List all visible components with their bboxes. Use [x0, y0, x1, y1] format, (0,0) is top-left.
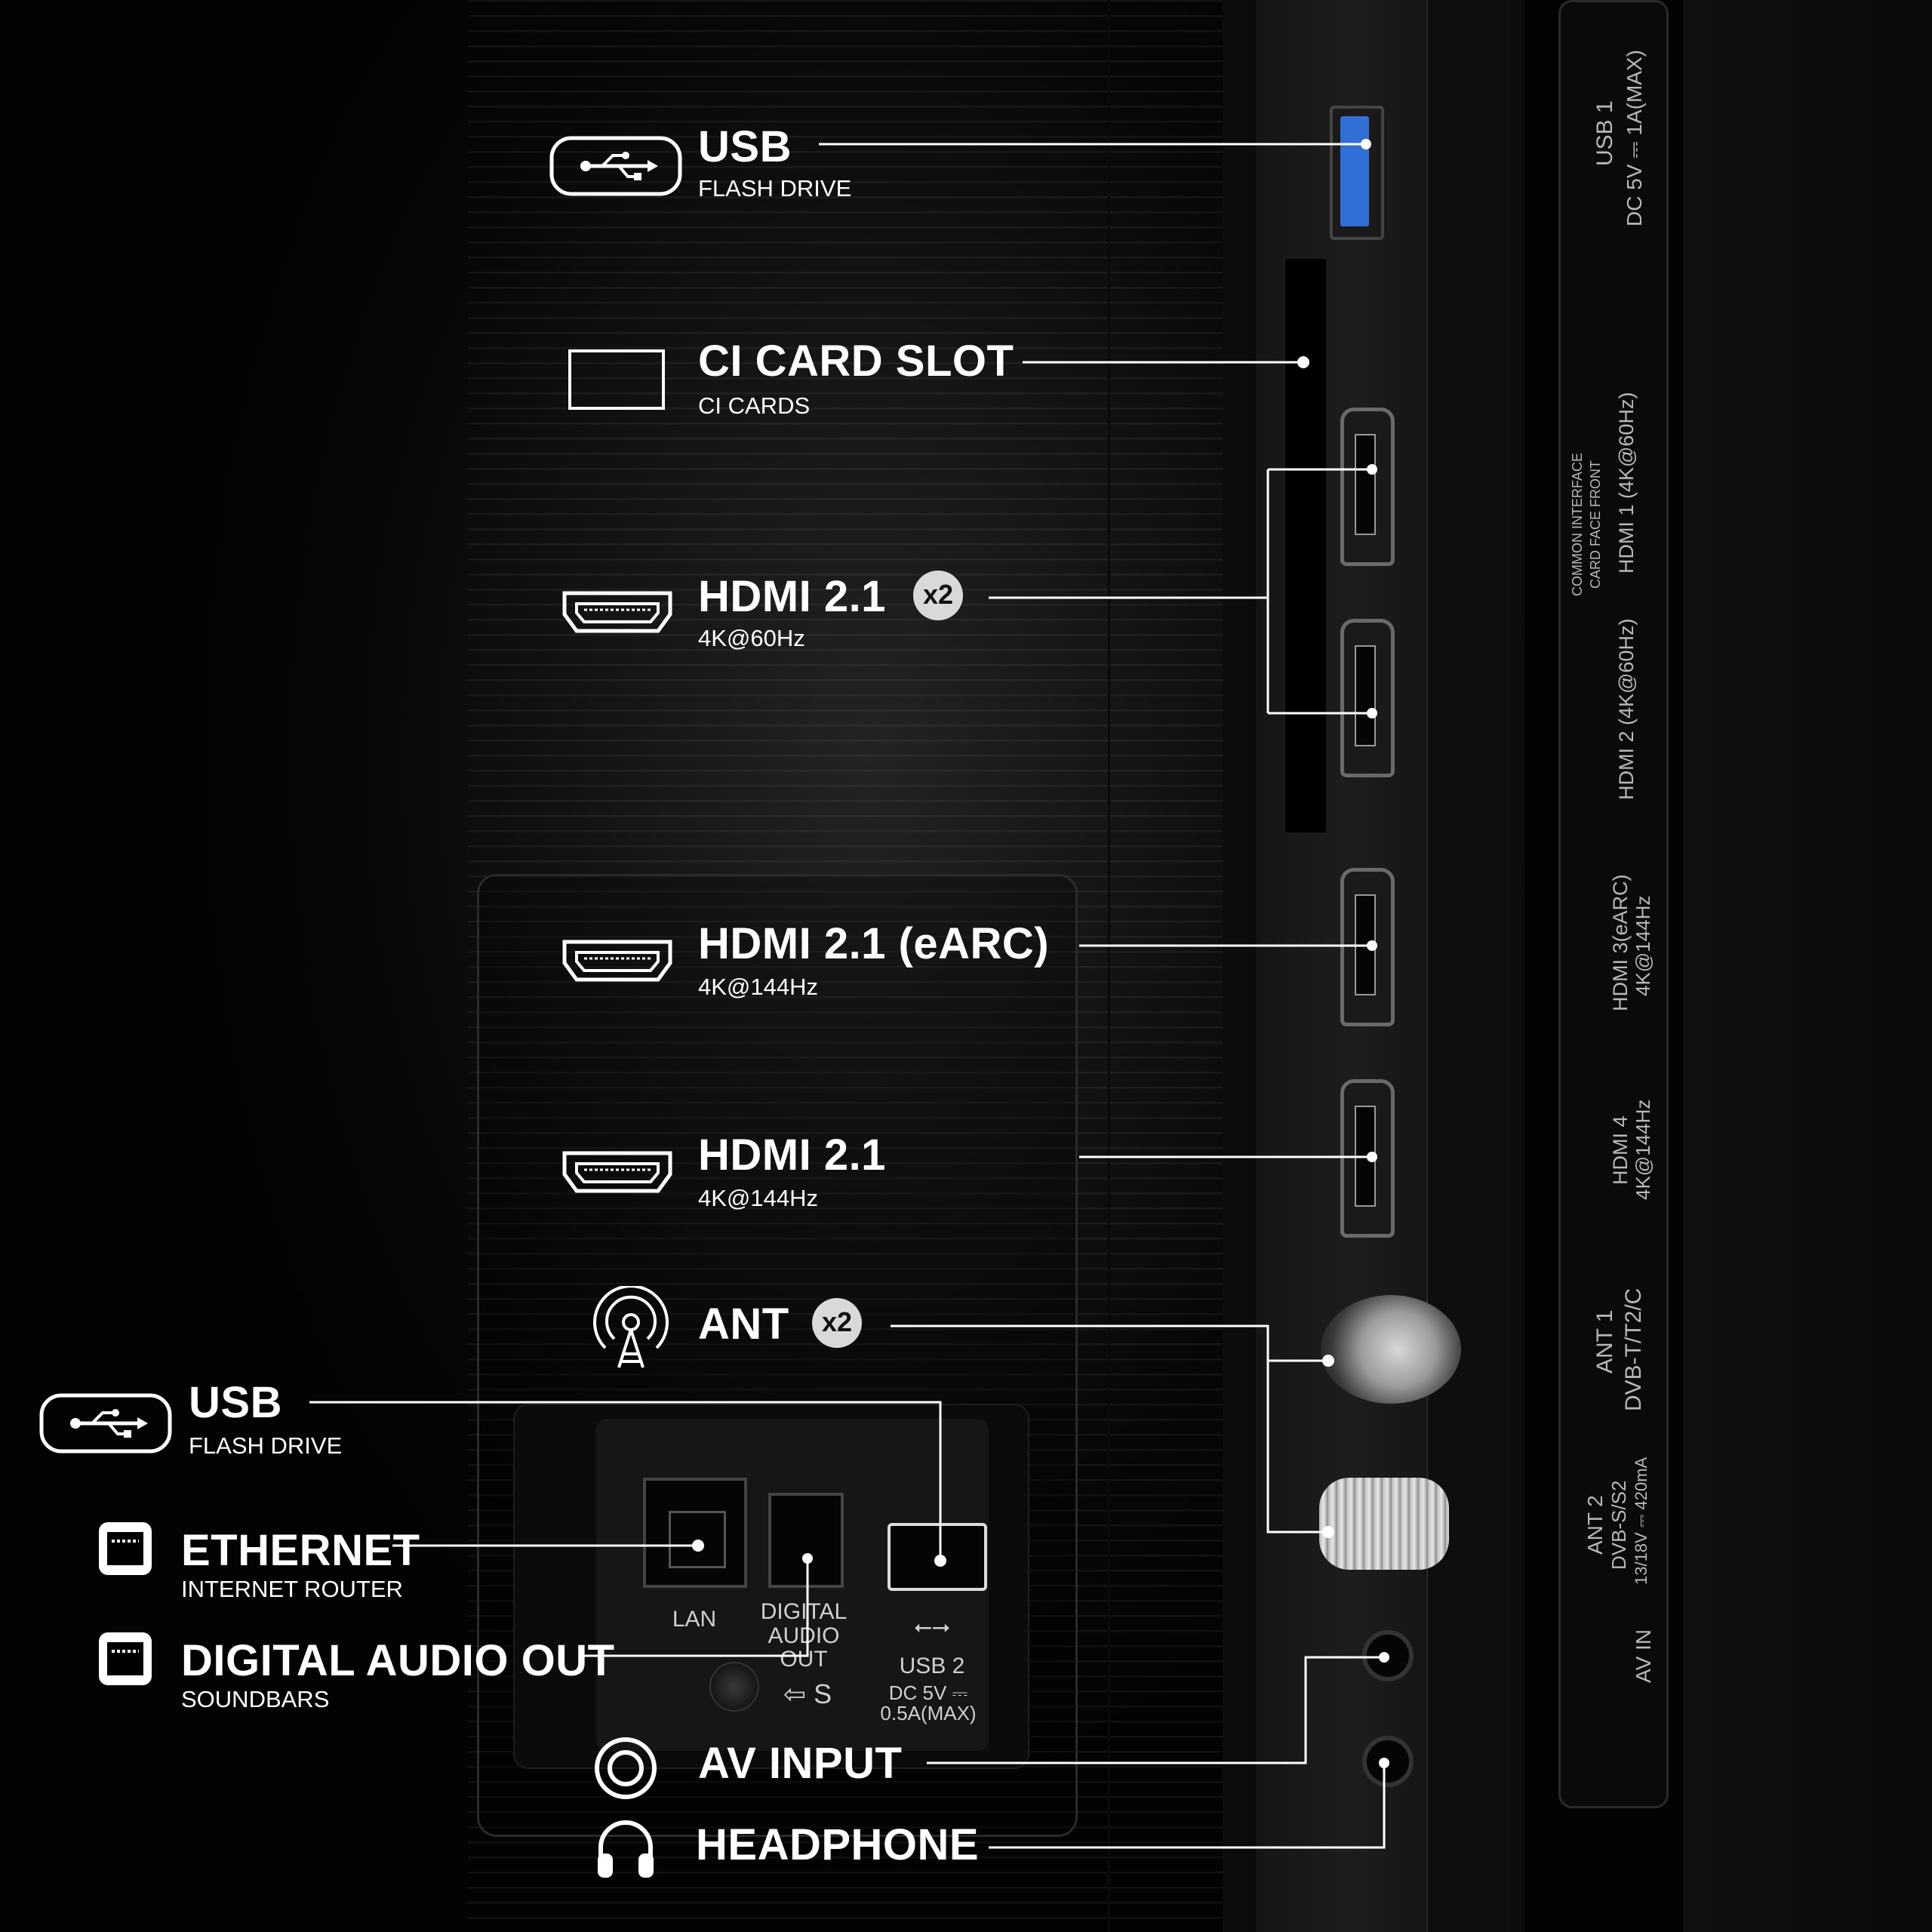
- side-label-panel: [1558, 0, 1669, 1808]
- ci-sub: CI CARDS: [698, 392, 811, 419]
- leader-hdmi-x2: [989, 468, 1372, 715]
- antenna-icon: [593, 1286, 669, 1368]
- ci-title: CI CARD SLOT: [698, 337, 1014, 386]
- lan-print: LAN: [672, 1607, 717, 1632]
- digital-audio-sub: SOUNDBARS: [181, 1686, 330, 1712]
- dot-ci: [1297, 356, 1309, 368]
- dot-av-in: [1379, 1652, 1389, 1663]
- optical-port: [768, 1493, 844, 1588]
- cover-seam: [1108, 0, 1110, 1932]
- hdmi-x2-title: HDMI 2.1: [698, 572, 886, 621]
- right-edge: [1683, 0, 1932, 1932]
- av-input-title: AV INPUT: [698, 1739, 903, 1788]
- leader-av-input: [927, 1656, 1384, 1764]
- dot-hdmi1: [1367, 464, 1377, 475]
- digital-audio-title: DIGITAL AUDIO OUT: [181, 1636, 615, 1685]
- usb-top-sub: FLASH DRIVE: [698, 175, 852, 202]
- ethernet-sub: INTERNET ROUTER: [181, 1576, 403, 1602]
- lan-port: [643, 1478, 747, 1588]
- dot-ant1: [1322, 1355, 1334, 1367]
- hdmi-4-sub: 4K@144Hz: [698, 1185, 818, 1211]
- dot-hdmi2: [1367, 708, 1377, 718]
- headphone-icon: [598, 1820, 654, 1878]
- hdmi-x2-sub: 4K@60Hz: [698, 625, 805, 651]
- hdmi-earc-sub: 4K@144Hz: [698, 974, 818, 1000]
- ant2-connector: [1319, 1478, 1449, 1570]
- ethernet-icon: [99, 1522, 152, 1575]
- dot-lan: [692, 1540, 704, 1552]
- ant-title: ANT: [698, 1300, 789, 1349]
- dot-optical: [802, 1553, 813, 1564]
- ant1-connector: [1321, 1295, 1461, 1404]
- dot-ant2: [1322, 1526, 1334, 1538]
- usb2-print: USB 2: [899, 1654, 965, 1678]
- hdmi-icon: [562, 1151, 672, 1193]
- headphone-title: HEADPHONE: [696, 1820, 980, 1869]
- side-rail: [1426, 0, 1511, 1932]
- usb1-port: [1330, 106, 1384, 240]
- usb2-power-print: DC 5V ⎓ 0.5A(MAX): [880, 1681, 977, 1725]
- hdmi1-port: [1340, 408, 1395, 566]
- hdmi-x2-badge: x2: [913, 571, 963, 620]
- ci-card-icon: [568, 349, 665, 410]
- digital-audio-print: DIGITAL AUDIO OUT: [760, 1599, 848, 1672]
- arrow-s-print: ⇦ S: [783, 1678, 832, 1709]
- hdmi-earc-title: HDMI 2.1 (eARC): [698, 919, 1050, 968]
- usb-icon: [39, 1393, 172, 1454]
- usb-top-title: USB: [698, 122, 792, 171]
- screw: [709, 1662, 759, 1712]
- av-input-icon: [595, 1737, 657, 1799]
- hdmi2-port: [1340, 619, 1395, 777]
- hdmi-icon: [562, 591, 672, 633]
- hdmi-4-title: HDMI 2.1: [698, 1131, 886, 1180]
- dot-usb2: [934, 1555, 946, 1567]
- hdmi-icon: [562, 940, 672, 982]
- optical-audio-icon: [99, 1632, 152, 1685]
- leader-usb-bottom: [309, 1401, 942, 1561]
- leader-headphone: [989, 1763, 1386, 1849]
- usb2-symbol: ⭠⭢: [914, 1614, 950, 1639]
- leader-digital-audio: [581, 1558, 809, 1657]
- ethernet-title: ETHERNET: [181, 1526, 420, 1575]
- dot-hdmi4: [1367, 1152, 1377, 1162]
- usb-bottom-sub: FLASH DRIVE: [189, 1432, 343, 1459]
- usb-icon: [549, 136, 682, 196]
- usb-bottom-title: USB: [189, 1378, 282, 1427]
- ant-badge: x2: [812, 1298, 862, 1348]
- ci-card-slot: [1283, 257, 1328, 835]
- leader-ant: [891, 1324, 1328, 1534]
- dot-headphone: [1379, 1758, 1389, 1768]
- dot-hdmi3: [1367, 940, 1377, 951]
- dot-usb-top: [1361, 139, 1371, 149]
